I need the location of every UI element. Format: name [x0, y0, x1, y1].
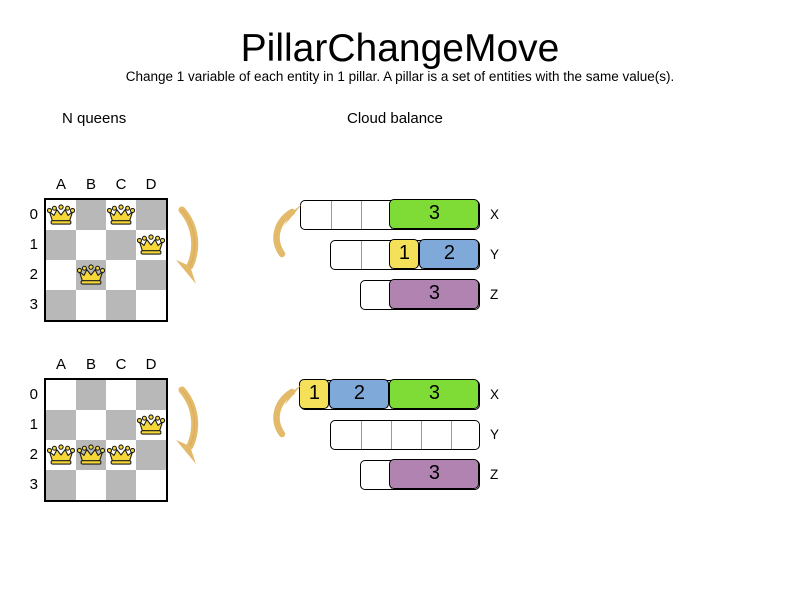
bar-unit-grid: [331, 421, 479, 449]
board-cell-B1[interactable]: [76, 410, 106, 440]
queen-icon[interactable]: [136, 414, 166, 436]
queen-icon[interactable]: [136, 234, 166, 256]
board-cell-B0[interactable]: [76, 200, 106, 230]
board-cell-D3[interactable]: [136, 470, 166, 500]
rank-label-0: 0: [29, 386, 38, 403]
board-cell-A0[interactable]: [46, 380, 76, 410]
cloud-process-X-1[interactable]: 3: [389, 199, 480, 230]
cloud-process-Y-1[interactable]: 1: [389, 239, 420, 270]
cloud-computer-bar-Z[interactable]: 3: [360, 279, 480, 310]
board-cell-C2[interactable]: [106, 440, 136, 470]
cloud-computer-label-X: X: [490, 387, 500, 402]
board-rank-labels: 0 1 2 3: [20, 378, 40, 502]
board-cell-B3[interactable]: [76, 470, 106, 500]
section-heading-n-queens: N queens: [62, 110, 127, 127]
board-cell-A3[interactable]: [46, 290, 76, 320]
cloud-process-X-2[interactable]: 2: [329, 379, 390, 410]
cloud-process-X-1[interactable]: 1: [299, 379, 330, 410]
cloud-computer-bar-Z[interactable]: 3: [360, 459, 480, 490]
board-cell-D0[interactable]: [136, 200, 166, 230]
cloud-process-Y-2[interactable]: 2: [419, 239, 480, 270]
board-cell-B1[interactable]: [76, 230, 106, 260]
cloud-computer-label-Z: Z: [490, 467, 499, 482]
cloud-process-Z-1[interactable]: 3: [389, 459, 480, 490]
cloud-computer-label-Y: Y: [490, 427, 500, 442]
board-grid: [44, 198, 168, 322]
board-cell-C1[interactable]: [106, 410, 136, 440]
board-file-labels: A B C D: [44, 356, 168, 376]
cloud-computer-label-X: X: [490, 207, 500, 222]
board-cell-D2[interactable]: [136, 440, 166, 470]
chess-board-after: A B C D 0 1 2 3: [30, 356, 168, 502]
page-subtitle: Change 1 variable of each entity in 1 pi…: [125, 69, 675, 84]
cloud-computer-bar-Y[interactable]: [330, 420, 480, 450]
cloud-process-X-3[interactable]: 3: [389, 379, 480, 410]
board-cell-B0[interactable]: [76, 380, 106, 410]
file-label-d: D: [145, 356, 157, 373]
page-title: PillarChangeMove: [240, 27, 560, 70]
board-cell-C0[interactable]: [106, 380, 136, 410]
board-cell-A2[interactable]: [46, 260, 76, 290]
board-cell-D1[interactable]: [136, 230, 166, 260]
board-rank-labels: 0 1 2 3: [20, 198, 40, 322]
chess-move-arrow-top: [176, 206, 199, 284]
board-cell-C3[interactable]: [106, 470, 136, 500]
section-heading-cloud-balance: Cloud balance: [347, 110, 443, 127]
board-file-labels: A B C D: [44, 176, 168, 196]
board-cell-D2[interactable]: [136, 260, 166, 290]
file-label-d: D: [145, 176, 157, 193]
file-label-c: C: [115, 176, 127, 193]
board-cell-B2[interactable]: [76, 260, 106, 290]
cloud-computer-bar-X[interactable]: 3: [300, 199, 480, 230]
board-cell-D0[interactable]: [136, 380, 166, 410]
queen-icon[interactable]: [76, 444, 106, 466]
board-cell-A1[interactable]: [46, 230, 76, 260]
board-cell-A3[interactable]: [46, 470, 76, 500]
queen-icon[interactable]: [106, 444, 136, 466]
rank-label-0: 0: [29, 206, 38, 223]
file-label-c: C: [115, 356, 127, 373]
board-cell-C1[interactable]: [106, 230, 136, 260]
cloud-computer-label-Z: Z: [490, 287, 499, 302]
board-cell-B2[interactable]: [76, 440, 106, 470]
file-label-a: A: [55, 176, 66, 193]
rank-label-2: 2: [29, 266, 38, 283]
board-cell-A2[interactable]: [46, 440, 76, 470]
rank-label-2: 2: [29, 446, 38, 463]
board-cell-C2[interactable]: [106, 260, 136, 290]
rank-label-3: 3: [29, 296, 38, 313]
file-label-b: B: [85, 356, 96, 373]
chess-board-before: A B C D 0 1 2 3: [30, 176, 168, 322]
board-grid: [44, 378, 168, 502]
board-cell-C0[interactable]: [106, 200, 136, 230]
cloud-computer-label-Y: Y: [490, 247, 500, 262]
board-cell-C3[interactable]: [106, 290, 136, 320]
board-cell-A1[interactable]: [46, 410, 76, 440]
cloud-move-arrow-bottom: [273, 384, 302, 438]
file-label-b: B: [85, 176, 96, 193]
rank-label-1: 1: [29, 416, 38, 433]
cloud-process-Z-1[interactable]: 3: [389, 279, 480, 310]
queen-icon[interactable]: [46, 204, 76, 226]
queen-icon[interactable]: [76, 264, 106, 286]
queen-icon[interactable]: [106, 204, 136, 226]
cloud-move-arrow-top: [273, 204, 302, 258]
board-cell-D1[interactable]: [136, 410, 166, 440]
rank-label-1: 1: [29, 236, 38, 253]
chess-move-arrow-bottom: [176, 386, 199, 464]
board-cell-B3[interactable]: [76, 290, 106, 320]
rank-label-3: 3: [29, 476, 38, 493]
queen-icon[interactable]: [46, 444, 76, 466]
board-cell-D3[interactable]: [136, 290, 166, 320]
board-cell-A0[interactable]: [46, 200, 76, 230]
file-label-a: A: [55, 356, 66, 373]
